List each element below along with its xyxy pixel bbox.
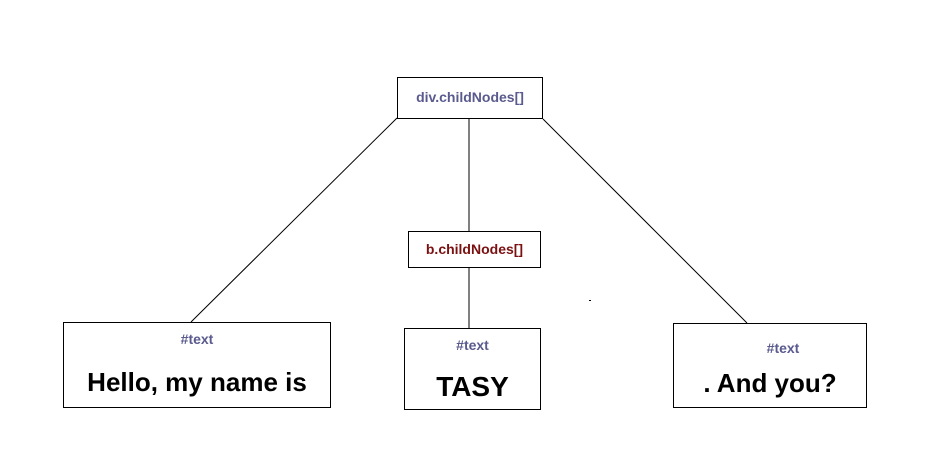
div-childnodes-node: div.childNodes[] — [397, 77, 543, 119]
text-node-type-label: #text — [456, 337, 489, 353]
b-childnodes-label: b.childNodes[] — [425, 241, 524, 257]
text-node-and-you: #text . And you? — [673, 323, 867, 408]
edge-div-to-text-and-you — [542, 118, 748, 324]
text-node-type-label: #text — [180, 331, 214, 347]
text-node-tasy: #text TASY — [404, 328, 541, 410]
text-node-content: Hello, my name is — [87, 367, 307, 397]
text-node-content: TASY — [436, 371, 509, 402]
text-node-hello: #text Hello, my name is — [63, 322, 331, 408]
text-node-content: . And you? — [703, 368, 837, 398]
edge-div-to-text-hello — [190, 117, 398, 323]
b-childnodes-node: b.childNodes[] — [408, 231, 541, 268]
text-node-type-label: #text — [766, 340, 800, 356]
stray-mark — [589, 300, 591, 301]
div-childnodes-label: div.childNodes[] — [416, 89, 524, 105]
